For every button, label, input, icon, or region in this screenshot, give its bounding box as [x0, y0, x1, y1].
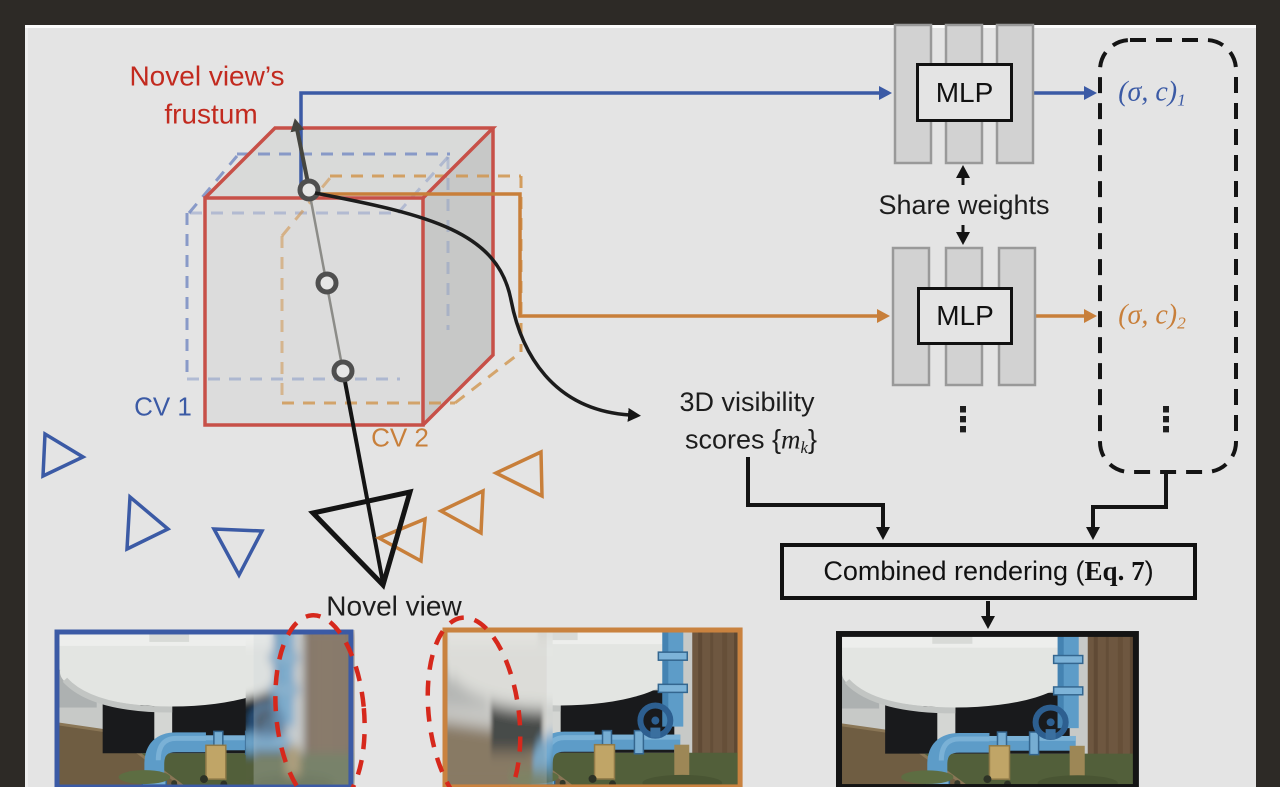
visibility-scores-label-line1: 3D visibility: [679, 386, 815, 417]
share-weights-label: Share weights: [878, 189, 1050, 220]
combined-prefix: Combined rendering (: [823, 556, 1085, 586]
sample-point: [297, 178, 321, 202]
output2-subscript: 2: [1177, 313, 1186, 333]
sample-point: [331, 359, 355, 383]
combined-eq-ref: Eq. 7: [1084, 556, 1145, 586]
artifact-highlight-ellipse-1: [273, 613, 367, 787]
output-sigma-c-1: (σ, c)1: [1118, 76, 1186, 109]
sample-points: [297, 178, 355, 383]
output-sigma-c-2: (σ, c)2: [1118, 299, 1186, 332]
output2-main: (σ, c): [1118, 299, 1178, 331]
mlp-box-2: MLP: [917, 287, 1013, 345]
cube-red-edges: [203, 126, 498, 427]
artifact-highlight-ellipse-2: [425, 615, 523, 787]
rendered-view-cv1-photo: [55, 630, 353, 787]
cost-volume-cube: [205, 128, 493, 425]
output1-main: (σ, c): [1118, 76, 1178, 108]
source-camera-icon-blue-1: [41, 430, 87, 479]
output1-subscript: 1: [1177, 90, 1186, 110]
combined-rendering-box: Combined rendering (Eq. 7): [780, 543, 1197, 600]
sample-point: [315, 271, 339, 295]
frustum-label-line1: Novel view’s: [129, 60, 285, 92]
combined-rendering-photo: [837, 632, 1138, 787]
visibility-scores-label-line2: scores {mk}: [685, 425, 817, 456]
cv2-label: CV 2: [371, 422, 429, 453]
photo-border-blue: [54, 629, 354, 787]
ellipsis-outputs: ⋮: [1149, 401, 1183, 440]
mlp-box-1: MLP: [916, 63, 1013, 122]
novel-view-camera-icon: [308, 488, 414, 590]
visibility-suffix: }: [807, 424, 818, 455]
cv1-dashed-cube: [185, 152, 450, 381]
visibility-prefix: scores {: [684, 424, 782, 455]
source-camera-icon-blue-3: [210, 527, 265, 579]
source-camera-icon-orange-2: [437, 488, 485, 536]
frustum-label-line2: frustum: [164, 98, 258, 130]
visibility-variable: m: [781, 424, 801, 455]
source-camera-icon-orange-3: [491, 449, 544, 499]
ellipsis-mlps: ⋮: [946, 401, 980, 440]
connector-scores-to-combined: [746, 457, 890, 540]
outputs-dashed-box: [1098, 38, 1238, 474]
curve-to-visibility-scores: [314, 191, 641, 422]
source-camera-icon-blue-2: [125, 493, 172, 552]
wire-cv2-to-mlp2: [311, 192, 890, 323]
combined-suffix: ): [1144, 556, 1154, 586]
novel-view-label: Novel view: [326, 590, 462, 622]
visibility-subscript: k: [800, 438, 808, 458]
connector-outputs-to-combined: [1086, 473, 1168, 540]
cv1-label: CV 1: [134, 391, 192, 422]
rendered-view-cv2-photo: [443, 628, 742, 787]
